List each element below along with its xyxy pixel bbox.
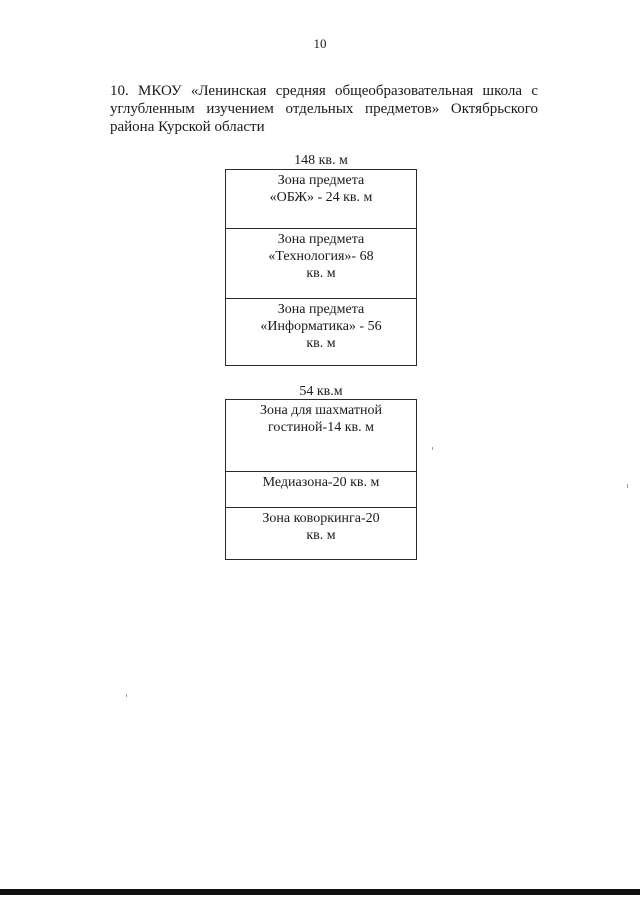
zone-chess-lounge: Зона для шахматной гостиной-14 кв. м (226, 400, 416, 471)
block-1-total-area: 148 кв. м (294, 153, 348, 168)
heading-line-2: углубленным изучением отдельных предмето… (110, 101, 538, 117)
zone-obzh-line-2: «ОБЖ» - 24 кв. м (269, 190, 373, 205)
scan-bottom-edge (0, 889, 640, 895)
zone-technology-line-2: «Технология»- 68 (268, 249, 374, 264)
zone-chess-lounge-line-2: гостиной-14 кв. м (268, 420, 374, 435)
document-heading: 10. МКОУ «Ленинская средняя общеобразова… (110, 82, 538, 136)
heading-line-3: района Курской области (110, 119, 265, 135)
block-1-zone-diagram: Зона предмета «ОБЖ» - 24 кв. м Зона пред… (225, 169, 417, 366)
zone-media-line-1: Медиазона-20 кв. м (262, 475, 380, 490)
zone-informatics-line-3: кв. м (306, 336, 336, 351)
zone-technology-line-3: кв. м (306, 266, 336, 281)
zone-technology: Зона предмета «Технология»- 68 кв. м (226, 228, 416, 298)
block-2-zone-diagram: Зона для шахматной гостиной-14 кв. м Мед… (225, 399, 417, 560)
zone-informatics-line-2: «Информатика» - 56 (260, 319, 382, 334)
zone-coworking-line-1: Зона коворкинга-20 (262, 511, 380, 526)
scan-speck (432, 447, 433, 450)
scan-speck (627, 484, 628, 488)
zone-informatics: Зона предмета «Информатика» - 56 кв. м (226, 298, 416, 365)
zone-obzh: Зона предмета «ОБЖ» - 24 кв. м (226, 170, 416, 228)
zone-obzh-line-1: Зона предмета (277, 173, 365, 188)
zone-chess-lounge-line-1: Зона для шахматной (260, 403, 382, 418)
zone-coworking: Зона коворкинга-20 кв. м (226, 507, 416, 559)
zone-technology-line-1: Зона предмета (277, 232, 365, 247)
block-2-total-area: 54 кв.м (299, 384, 343, 399)
heading-line-1: 10. МКОУ «Ленинская средняя общеобразова… (110, 83, 538, 99)
page-number: 10 (313, 36, 327, 51)
scan-speck (126, 694, 127, 697)
zone-informatics-line-1: Зона предмета (277, 302, 365, 317)
zone-coworking-line-2: кв. м (306, 528, 336, 543)
zone-media: Медиазона-20 кв. м (226, 471, 416, 507)
